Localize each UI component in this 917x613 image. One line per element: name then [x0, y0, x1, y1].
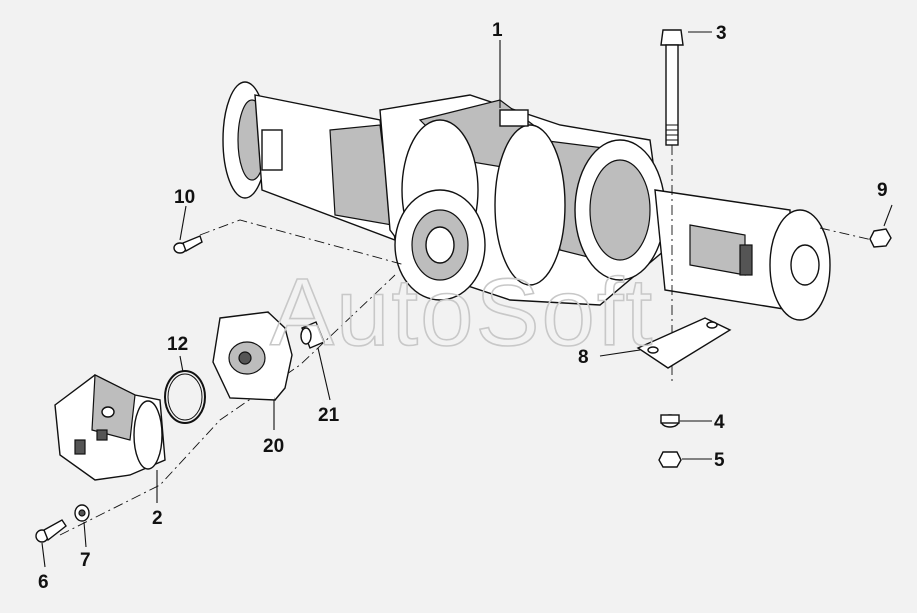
callout-4: 4 [714, 412, 725, 433]
callout-9: 9 [877, 180, 888, 201]
spacer-plate [636, 317, 732, 369]
washer-7 [74, 504, 90, 522]
nut-5 [658, 451, 682, 468]
o-ring-12 [164, 370, 206, 424]
callout-8: 8 [578, 347, 589, 368]
callout-1: 1 [492, 20, 503, 41]
axis-line-10 [199, 219, 406, 266]
bushing-21 [300, 321, 325, 349]
watermark-text: AutoSoft [270, 259, 654, 366]
callout-2: 2 [152, 508, 163, 529]
callout-20: 20 [263, 436, 284, 457]
washer-nut-4 [660, 414, 680, 428]
callout-12: 12 [167, 334, 188, 355]
callout-3: 3 [716, 23, 727, 44]
callout-5: 5 [714, 450, 725, 471]
flange-adapter-20 [212, 311, 293, 401]
axis-line-motor [59, 274, 396, 536]
callout-21: 21 [318, 405, 340, 426]
nut-9 [869, 228, 892, 248]
bolt-10 [173, 235, 203, 254]
callout-7: 7 [80, 550, 91, 571]
axis-line-9 [819, 227, 873, 241]
bolt-6 [35, 519, 67, 543]
long-bolt [660, 29, 684, 146]
axle-housing [222, 81, 831, 321]
hydraulic-motor-2 [54, 374, 166, 481]
leader-lines [41, 31, 893, 568]
callout-10: 10 [174, 187, 195, 208]
callout-6: 6 [38, 572, 49, 593]
